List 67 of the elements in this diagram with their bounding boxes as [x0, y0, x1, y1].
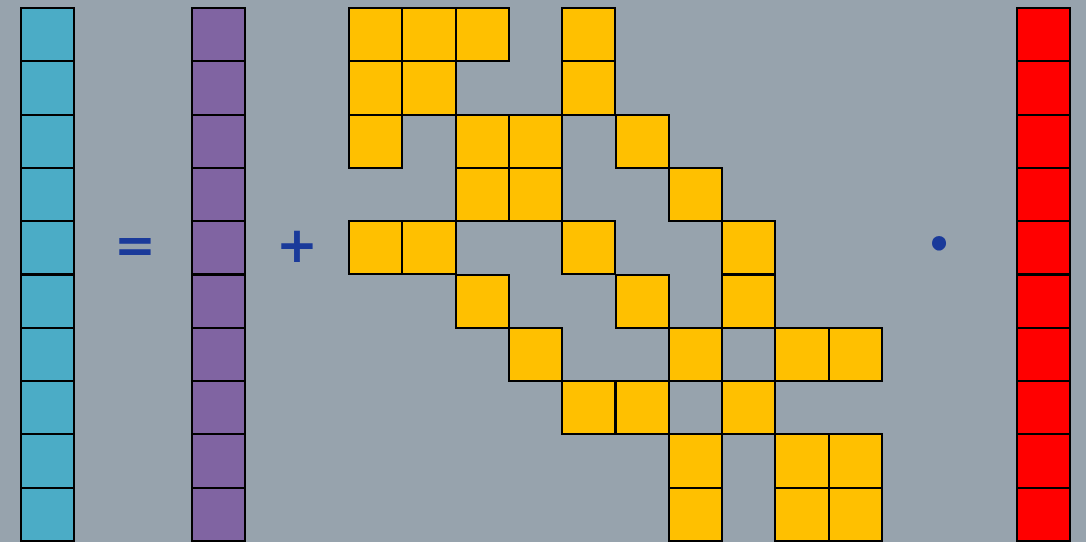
- result-vector-cell: [20, 166, 76, 223]
- matrix-cell: [561, 7, 617, 63]
- matrix-cell: [614, 380, 670, 436]
- bias-vector-cell: [191, 326, 247, 383]
- matrix-cell: [614, 273, 670, 329]
- matrix-cell: [348, 220, 404, 276]
- matrix-cell: [667, 433, 724, 489]
- matrix-cell: [774, 433, 830, 489]
- matrix-cell: [721, 273, 777, 329]
- input-vector-cell: [1016, 220, 1072, 276]
- operator-symbol: •: [926, 224, 952, 264]
- bias-vector-cell: [191, 113, 247, 169]
- matrix-cell: [827, 433, 883, 489]
- operator-symbol: =: [114, 220, 156, 270]
- result-vector-cell: [20, 326, 76, 383]
- matrix-cell: [507, 113, 564, 169]
- matrix-cell: [348, 7, 404, 63]
- matrix-cell: [561, 380, 617, 436]
- matrix-cell: [507, 166, 564, 223]
- input-vector-cell: [1016, 273, 1072, 329]
- result-vector-cell: [20, 486, 76, 542]
- input-vector-cell: [1016, 326, 1072, 383]
- input-vector-cell: [1016, 166, 1072, 223]
- result-vector-cell: [20, 60, 76, 116]
- matrix-cell: [507, 326, 564, 383]
- matrix-cell: [454, 7, 510, 63]
- input-vector-cell: [1016, 7, 1072, 63]
- input-vector-cell: [1016, 60, 1072, 116]
- result-vector-cell: [20, 380, 76, 436]
- result-vector-cell: [20, 7, 76, 63]
- result-vector-cell: [20, 433, 76, 489]
- bias-vector-cell: [191, 486, 247, 542]
- matrix-cell: [454, 273, 510, 329]
- bias-vector-cell: [191, 7, 247, 63]
- input-vector-cell: [1016, 380, 1072, 436]
- matrix-cell: [667, 166, 724, 223]
- matrix-cell: [774, 486, 830, 542]
- matrix-cell: [827, 486, 883, 542]
- result-vector-cell: [20, 113, 76, 169]
- matrix-cell: [721, 220, 777, 276]
- bias-vector-cell: [191, 273, 247, 329]
- matrix-cell: [348, 60, 404, 116]
- result-vector-cell: [20, 220, 76, 276]
- bias-vector-cell: [191, 166, 247, 223]
- matrix-cell: [561, 220, 617, 276]
- matrix-cell: [401, 7, 457, 63]
- matrix-cell: [667, 486, 724, 542]
- result-vector-cell: [20, 273, 76, 329]
- bias-vector-cell: [191, 380, 247, 436]
- matrix-cell: [774, 326, 830, 383]
- input-vector-cell: [1016, 433, 1072, 489]
- matrix-cell: [721, 380, 777, 436]
- operator-symbol: +: [276, 220, 318, 270]
- matrix-cell: [561, 60, 617, 116]
- matrix-cell: [614, 113, 670, 169]
- input-vector-cell: [1016, 113, 1072, 169]
- matrix-cell: [401, 60, 457, 116]
- matrix-cell: [454, 166, 510, 223]
- matrix-cell: [401, 220, 457, 276]
- bias-vector-cell: [191, 433, 247, 489]
- bias-vector-cell: [191, 60, 247, 116]
- matrix-cell: [348, 113, 404, 169]
- input-vector-cell: [1016, 486, 1072, 542]
- matrix-cell: [667, 326, 724, 383]
- matrix-cell: [454, 113, 510, 169]
- bias-vector-cell: [191, 220, 247, 276]
- matrix-cell: [827, 326, 883, 383]
